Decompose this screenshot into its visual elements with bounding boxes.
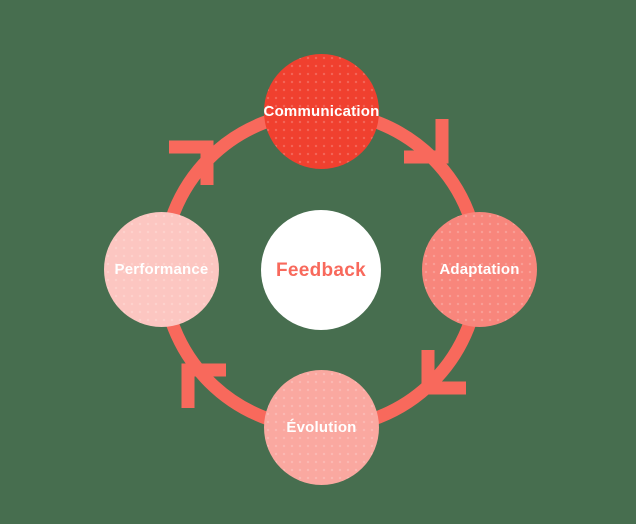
node-performance: Performance <box>104 212 219 327</box>
arrowhead-top-left-icon <box>169 140 214 185</box>
arrowhead-bottom-right-icon <box>421 350 466 395</box>
node-performance-label: Performance <box>114 261 209 278</box>
cycle-arrowheads <box>169 119 466 408</box>
node-evolution: Évolution <box>264 370 379 485</box>
node-adaptation: Adaptation <box>422 212 537 327</box>
node-feedback: Feedback <box>261 210 381 330</box>
node-evolution-label: Évolution <box>286 419 357 436</box>
node-adaptation-label: Adaptation <box>439 261 520 278</box>
arrowhead-bottom-left-icon <box>181 363 226 408</box>
arrowhead-top-right-icon <box>404 119 449 164</box>
node-feedback-label: Feedback <box>275 259 367 281</box>
node-communication: Communication <box>264 54 379 169</box>
node-communication-label: Communication <box>263 103 380 120</box>
